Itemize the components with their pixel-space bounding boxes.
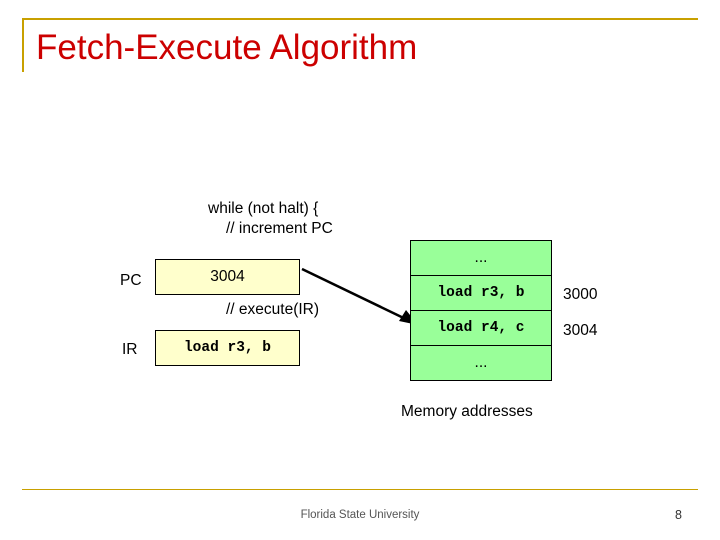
code-line-increment: // increment PC xyxy=(226,220,333,237)
code-line-execute: // execute(IR) xyxy=(226,301,320,318)
memory-table: ... load r3, b load r4, c ... xyxy=(410,240,552,381)
register-label-ir: IR xyxy=(122,341,138,358)
memory-cell-3000: load r3, b xyxy=(411,276,551,311)
memory-cell-top-ellipsis: ... xyxy=(411,241,551,276)
code-line-while: while (not halt) { xyxy=(208,200,319,217)
memory-caption: Memory addresses xyxy=(401,403,533,420)
page-title: Fetch-Execute Algorithm xyxy=(36,28,418,67)
memory-address-3000: 3000 xyxy=(563,286,598,303)
register-label-pc: PC xyxy=(120,272,142,289)
footer-organization: Florida State University xyxy=(300,509,420,521)
left-accent-rule xyxy=(22,18,24,72)
memory-cell-3004: load r4, c xyxy=(411,311,551,346)
register-box-ir: load r3, b xyxy=(155,330,300,366)
register-box-pc: 3004 xyxy=(155,259,300,295)
memory-cell-bottom-ellipsis: ... xyxy=(411,346,551,381)
memory-address-3004: 3004 xyxy=(563,322,598,339)
top-accent-rule xyxy=(22,18,698,20)
footer-page-number: 8 xyxy=(675,508,682,522)
bottom-accent-rule xyxy=(22,489,698,490)
